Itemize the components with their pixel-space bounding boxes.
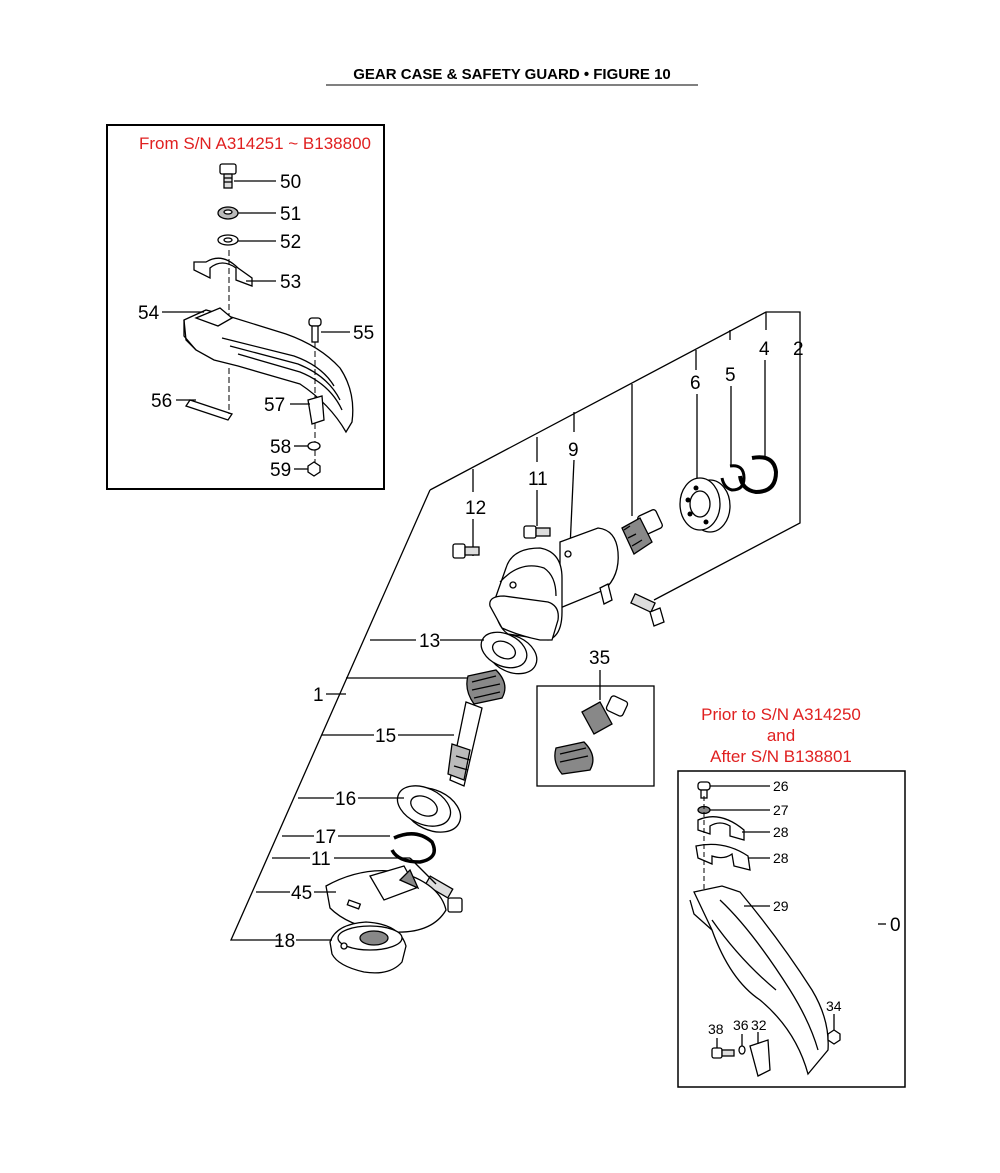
- callout-50: 50: [280, 172, 301, 193]
- inset-bottom-note-2: and: [767, 726, 795, 745]
- callout-11-lower: 11: [311, 849, 331, 870]
- callout-29: 29: [773, 898, 789, 914]
- part-bevel-35: [554, 741, 594, 775]
- callout-26: 26: [773, 778, 789, 794]
- part-screw-26: [697, 781, 711, 799]
- inset-top-frame: [106, 124, 385, 490]
- part-bolt-50: [219, 163, 237, 189]
- callout-28-lower: 28: [773, 850, 789, 866]
- callout-58: 58: [270, 437, 291, 458]
- part-pinion-35: [581, 695, 629, 735]
- part-plate-55: [184, 399, 234, 421]
- part-circlip-4: [738, 455, 779, 495]
- part-nut-34: [827, 1029, 841, 1045]
- callout-12: 12: [465, 498, 486, 519]
- part-washer-36: [738, 1045, 746, 1055]
- part-bolt-12: [452, 543, 480, 559]
- callout-38: 38: [708, 1021, 724, 1037]
- callout-17: 17: [315, 827, 336, 848]
- inset-top-note: From S/N A314251 ~ B138800: [139, 134, 371, 153]
- callout-1: 1: [313, 685, 324, 706]
- inset-gear-frame: [536, 685, 655, 787]
- callout-45: 45: [291, 883, 312, 904]
- callout-56: 55: [353, 323, 374, 344]
- callout-11-top: 11: [528, 469, 548, 490]
- part-plate-32: [749, 1039, 771, 1077]
- callout-18: 18: [274, 931, 295, 952]
- callout-13: 13: [419, 631, 440, 652]
- part-cover-45: [325, 865, 447, 933]
- callout-57: 57: [264, 395, 285, 416]
- callout-52: 52: [280, 232, 301, 253]
- callout-16: 16: [335, 789, 356, 810]
- part-screw-56: [308, 317, 322, 343]
- callout-34: 34: [826, 998, 842, 1014]
- part-guard-54: [183, 307, 354, 434]
- part-shaft-15: [447, 701, 483, 787]
- callout-35: 35: [589, 648, 610, 669]
- part-bolt-right: [630, 592, 665, 627]
- part-bracket-53: [193, 257, 253, 287]
- part-bearing-16: [396, 785, 462, 833]
- callout-27: 27: [773, 802, 789, 818]
- part-bearing-13: [480, 631, 538, 675]
- part-bolt-11-top: [523, 525, 551, 539]
- part-washer-52: [217, 234, 239, 246]
- callout-54: 54: [138, 303, 160, 324]
- callout-51: 51: [280, 204, 301, 225]
- main-bracket-lines: [230, 311, 801, 941]
- callout-15: 15: [375, 726, 396, 747]
- callout-2: 2: [793, 339, 804, 360]
- part-bolt-38: [711, 1047, 735, 1059]
- part-circlip-17: [390, 832, 436, 864]
- callout-53: 53: [280, 272, 301, 293]
- inset-bottom-note-3: After S/N B138801: [710, 747, 852, 766]
- part-bevel-gear: [466, 669, 506, 705]
- callout-0: 0: [890, 915, 901, 936]
- callout-36: 36: [733, 1017, 749, 1033]
- part-washer-58: [307, 441, 321, 451]
- callout-4: 4: [759, 339, 770, 360]
- part-cup-18: [329, 921, 407, 974]
- part-nut-59: [307, 461, 321, 477]
- part-bearing-6: [679, 477, 731, 533]
- callout-55: 56: [151, 391, 172, 412]
- part-washer-51: [217, 206, 239, 220]
- inset-bottom-frame: [677, 770, 906, 1088]
- part-circlip-5: [720, 464, 746, 492]
- part-gear-case: [489, 527, 619, 641]
- leader-11-lower-c: [409, 857, 437, 885]
- callout-59: 59: [270, 460, 291, 481]
- callout-6: 6: [690, 373, 701, 394]
- inset-bottom-note-1: Prior to S/N A314250: [701, 705, 861, 724]
- callout-32: 32: [751, 1017, 767, 1033]
- part-clamp-28-lower: [695, 843, 751, 871]
- page-title: GEAR CASE & SAFETY GUARD • FIGURE 10: [353, 66, 671, 83]
- callout-5: 5: [725, 365, 736, 386]
- part-pinion-gear: [621, 509, 663, 555]
- part-clip-57: [307, 395, 325, 425]
- leader-9: [569, 459, 575, 549]
- callout-28-upper: 28: [773, 824, 789, 840]
- callout-9: 9: [568, 440, 579, 461]
- part-clamp-28-upper: [697, 816, 745, 841]
- part-guard-29: [689, 885, 829, 1076]
